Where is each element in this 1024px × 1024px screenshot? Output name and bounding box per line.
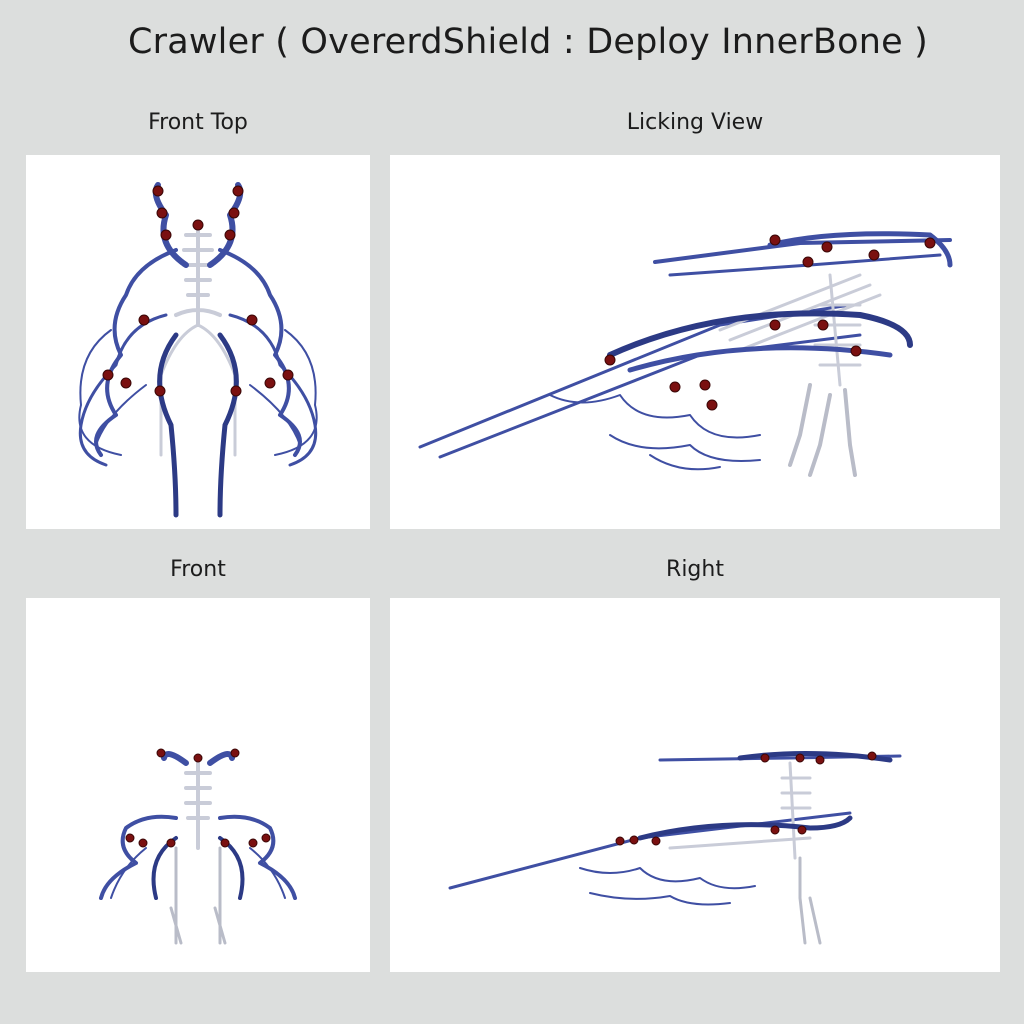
front-top-render [78, 182, 318, 518]
licking-view-render [418, 231, 953, 477]
panel-front-top [26, 155, 370, 529]
right-render [448, 750, 902, 945]
page-title: Crawler ( OvererdShield : Deploy InnerBo… [127, 22, 929, 62]
front-render [99, 748, 297, 945]
panel-licking-view [390, 155, 1000, 529]
label-front-top: Front Top [148, 110, 248, 135]
label-right: Right [666, 557, 724, 582]
label-front: Front [170, 557, 226, 582]
label-licking-view: Licking View [626, 110, 764, 135]
panel-front [26, 598, 370, 972]
panel-right [390, 598, 1000, 972]
